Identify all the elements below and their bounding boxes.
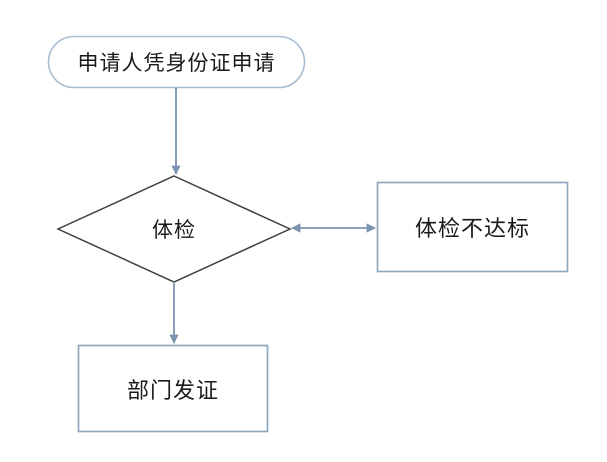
node-decision-shape[interactable] (56, 175, 292, 283)
node-start-shape[interactable] (47, 35, 306, 89)
node-fail-shape[interactable] (376, 181, 569, 273)
node-issue-shape[interactable] (77, 344, 269, 433)
